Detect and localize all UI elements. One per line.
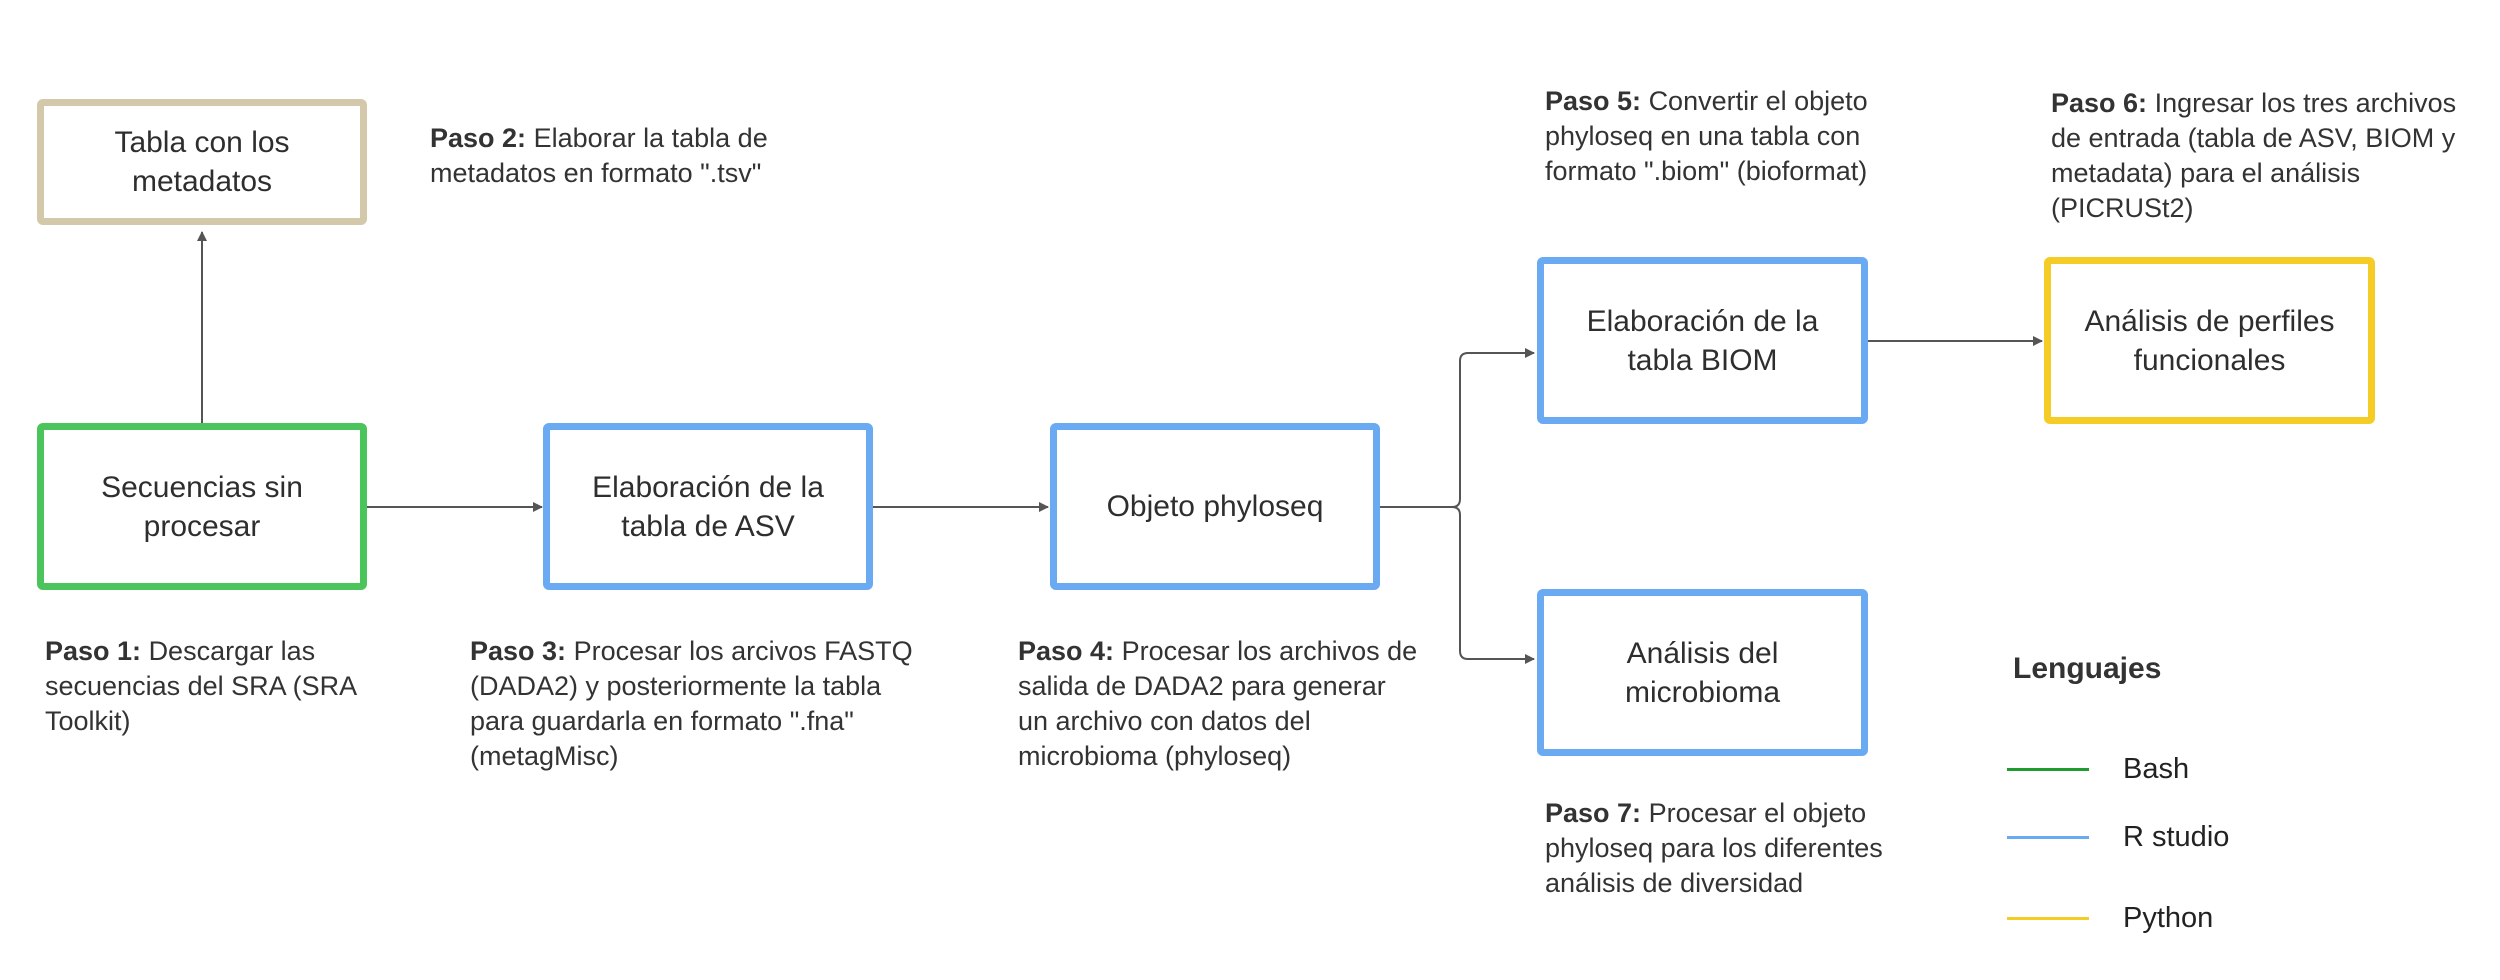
- biom-table-node: Elaboración de la tabla BIOM: [1537, 257, 1868, 424]
- step-1-note: Paso 1: Descargar las secuencias del SRA…: [45, 634, 365, 739]
- step-text: Ingresar los tres archivos de entrada (t…: [2051, 88, 2457, 223]
- step-label: Paso 7:: [1545, 798, 1642, 828]
- legend-label: R studio: [2123, 820, 2230, 853]
- step-6-note: Paso 6: Ingresar los tres archivos de en…: [2051, 86, 2471, 226]
- legend-swatch: [2007, 835, 2089, 839]
- legend-swatch: [2007, 767, 2089, 771]
- step-2-note: Paso 2: Elaborar la tabla de metadatos e…: [430, 121, 850, 191]
- step-7-note: Paso 7: Procesar el objeto phyloseq para…: [1545, 796, 1945, 901]
- step-text: Elaborar la tabla de metadatos en format…: [430, 123, 768, 188]
- step-label: Paso 4:: [1018, 636, 1115, 666]
- legend-label: Bash: [2123, 752, 2190, 785]
- legend-swatch: [2007, 916, 2089, 920]
- microbiome-analysis-node: Análisis del microbioma: [1537, 589, 1868, 756]
- raw-sequences-node: Secuencias sin procesar: [37, 423, 367, 590]
- arrow-phyloseq-to-biom: [1380, 348, 1535, 508]
- step-text: Procesar el objeto phyloseq para los dif…: [1545, 798, 1883, 898]
- functional-profiles-node: Análisis de perfiles funcionales: [2044, 257, 2375, 424]
- metadata-table-node: Tabla con los metadatos: [37, 99, 367, 225]
- step-text: Procesar los archivos de salida de DADA2…: [1018, 636, 1418, 771]
- step-label: Paso 1:: [45, 636, 142, 666]
- step-label: Paso 2:: [430, 123, 527, 153]
- step-5-note: Paso 5: Convertir el objeto phyloseq en …: [1545, 84, 1945, 189]
- step-3-note: Paso 3: Procesar los arcivos FASTQ (DADA…: [470, 634, 930, 774]
- phyloseq-object-node: Objeto phyloseq: [1050, 423, 1380, 590]
- step-text: Convertir el objeto phyloseq en una tabl…: [1545, 86, 1868, 186]
- legend-label: Python: [2123, 901, 2214, 934]
- step-4-note: Paso 4: Procesar los archivos de salida …: [1018, 634, 1418, 774]
- arrow-phyloseq-to-microbiome: [1451, 506, 1535, 664]
- legend-item-rstudio: R studio: [2007, 817, 2229, 857]
- legend-title: Lenguajes: [2013, 652, 2162, 685]
- step-label: Paso 5:: [1545, 86, 1642, 116]
- asv-table-node: Elaboración de la tabla de ASV: [543, 423, 873, 590]
- legend-item-bash: Bash: [2007, 749, 2189, 789]
- step-text: Procesar los arcivos FASTQ (DADA2) y pos…: [470, 636, 913, 771]
- legend-item-python: Python: [2007, 898, 2213, 938]
- step-text: Descargar las secuencias del SRA (SRA To…: [45, 636, 356, 736]
- step-label: Paso 3:: [470, 636, 567, 666]
- step-label: Paso 6:: [2051, 88, 2148, 118]
